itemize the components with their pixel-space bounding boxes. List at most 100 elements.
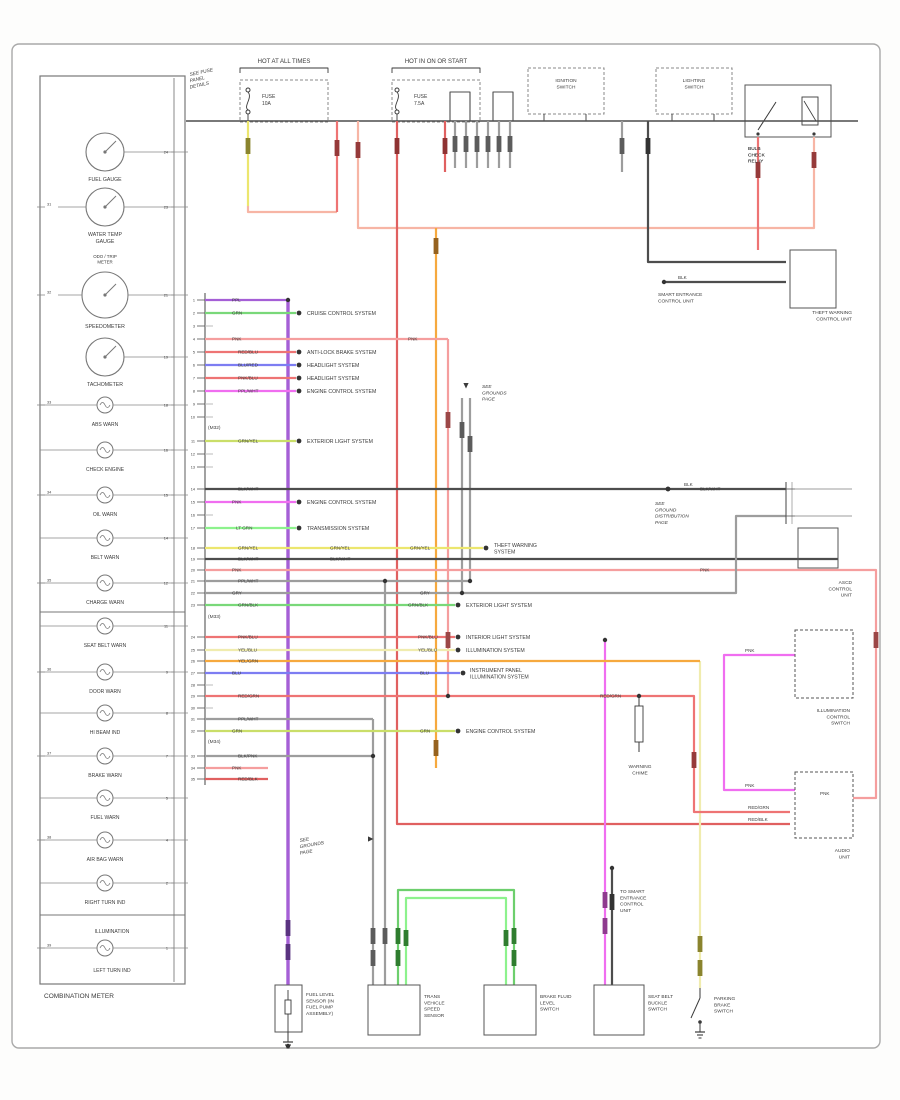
wire-color-label: PNK [232, 500, 242, 505]
wire-row-pnk [205, 568, 878, 800]
bulb-filament [99, 837, 111, 843]
power-bracket [239, 67, 329, 73]
indicator-label: HI BEAM IND [90, 730, 121, 736]
cluster-pin-number: 37 [47, 752, 51, 756]
pin-number: 24 [191, 636, 195, 640]
wire-color-label: GRN/YEL [238, 439, 259, 444]
wire-color-label: GRN/BLK [238, 603, 259, 608]
gauge-needle [104, 195, 117, 208]
wire-color-label: PNK [820, 791, 830, 796]
wire-color-tag [370, 928, 376, 944]
wire-color-label: LT GRN [236, 526, 252, 531]
wire-color-label: GRY [420, 591, 430, 596]
indicator-label: AIR BAG WARN [87, 857, 124, 863]
cluster-pin-number: 39 [47, 944, 51, 948]
callout-bullet [483, 545, 489, 551]
wire-crm [395, 121, 790, 826]
relay-label: RELAY [748, 159, 764, 165]
wire-color-tag [697, 936, 703, 952]
wire-color-tag [619, 138, 625, 154]
component-label: UNIT [620, 908, 631, 914]
pin-number: 2 [193, 312, 195, 316]
wire-color-label: YEL/BLU [418, 648, 437, 653]
cluster-pin-number: 32 [47, 291, 51, 295]
indicator-label: FUEL WARN [90, 815, 119, 821]
bulb-filament [99, 880, 111, 886]
wire-color-label: PNK/BLU [238, 635, 258, 640]
junction-dot [285, 297, 291, 303]
gauge-sublabel: ODO / TRIP [93, 254, 117, 259]
relay-switch-arm [757, 101, 777, 131]
relay-label: BULB [748, 146, 761, 152]
gauge-hub [103, 205, 107, 209]
pin-number: 11 [191, 440, 195, 444]
wire-color-tag [873, 632, 879, 648]
cluster-pin-number: 35 [47, 579, 51, 583]
indicator-label: SEAT BELT WARN [84, 643, 127, 649]
bulb-filament [99, 492, 111, 498]
connector-group-label: (M32) [208, 425, 221, 431]
component-label: FUEL PUMP [306, 1005, 333, 1011]
component-label: THEFT WARNING [812, 310, 852, 316]
system-callout: INTERIOR LIGHT SYSTEM [466, 635, 530, 641]
pin-number: 18 [191, 547, 195, 551]
wire-color-label: PNK [700, 568, 710, 573]
pin-number: 14 [191, 488, 195, 492]
wire-color-tag [382, 928, 388, 944]
pin-number: 22 [191, 592, 195, 596]
wire-color-label: RED/GRN [238, 694, 259, 699]
wire-color-label: GRN/YEL [238, 546, 259, 551]
sender-ground-dot [285, 1043, 291, 1049]
wire-blk [646, 121, 786, 264]
wire-color-label: PNK [232, 766, 242, 771]
wire-sal [356, 121, 816, 230]
gauge-sublabel: METER [97, 260, 112, 265]
component-label: PARKING [714, 996, 736, 1002]
cluster-title: COMBINATION METER [44, 993, 114, 1000]
wire-blk [449, 91, 471, 121]
bulb-filament [99, 447, 111, 453]
wire-color-label: PNK [745, 648, 755, 653]
cluster-pin-number: 5 [166, 797, 168, 801]
wire-color-label: YEL/BLU [238, 648, 257, 653]
wire-color-label: BLK [684, 482, 694, 487]
relay-pin [756, 132, 760, 136]
park-switch-contact [698, 1020, 702, 1024]
cluster-pin-number: 21 [164, 294, 168, 298]
component-label: TO SMART [620, 889, 645, 895]
wire-color-label: BLK/WHT [700, 487, 721, 492]
component-label: CHIME [632, 770, 647, 776]
cluster-pin-number: 24 [164, 151, 168, 155]
pin-number: 20 [191, 569, 195, 573]
component-label: SWITCH [648, 1007, 667, 1013]
callout-bullet [296, 438, 302, 444]
component-label: SWITCH [540, 1007, 559, 1013]
callout-bullet [455, 634, 461, 640]
diagram-frame [11, 43, 881, 1049]
gauge-hub [103, 150, 107, 154]
wire-color-label: BLU [232, 671, 241, 676]
indicator-label: CHECK ENGINE [86, 467, 125, 473]
wire-color-tag [442, 138, 448, 154]
wire-color-label: PPL [232, 298, 241, 303]
wire-color-label: BLK/WHT [330, 557, 351, 562]
component-label: ASCD [839, 580, 853, 586]
callout-bullet [455, 647, 461, 653]
switch-box [655, 67, 733, 115]
wire-color-label: GRN [420, 729, 430, 734]
gauge-hub [103, 355, 107, 359]
connector-group-label: (M33) [208, 614, 221, 620]
wire-color-label: GRN [232, 729, 242, 734]
system-callout: ILLUMINATION SYSTEM [470, 675, 529, 681]
wire-sal [246, 206, 337, 214]
cluster-pin-number: 7 [166, 755, 168, 759]
system-callout: TRANSMISSION SYSTEM [307, 526, 369, 532]
component-label: FUEL LEVEL [306, 992, 335, 998]
relay-box [744, 84, 832, 138]
indicator-label: OIL WARN [93, 512, 118, 518]
pin-number: 30 [191, 707, 195, 711]
component-label: GROUNDS [482, 390, 507, 396]
relay-coil-line [803, 100, 817, 122]
